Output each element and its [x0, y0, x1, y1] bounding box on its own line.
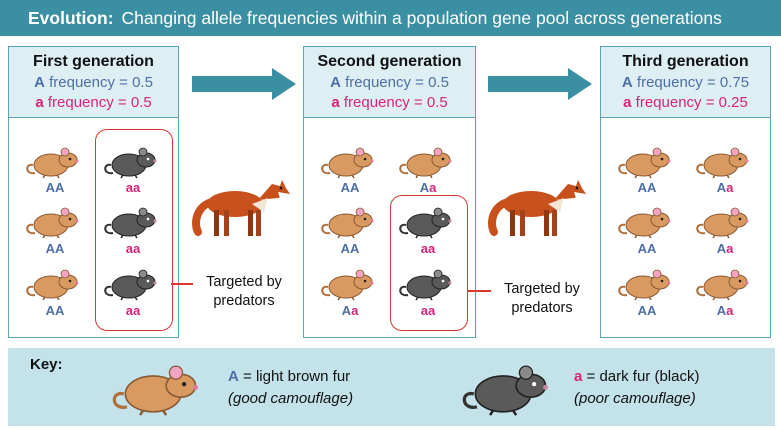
fox-icon	[486, 172, 590, 242]
genotype-label: AA	[45, 241, 65, 256]
generation-2-header: Second generation A frequency = 0.5 a fr…	[304, 47, 475, 118]
predator-connector-line	[171, 283, 193, 285]
genotype-label: AA	[637, 303, 657, 318]
mouse-light-icon	[112, 364, 200, 417]
mouse-light-icon	[696, 147, 750, 179]
genotype-label: Aa	[341, 303, 359, 318]
generation-1-header: First generation A frequency = 0.5 a fre…	[9, 47, 178, 118]
genotype-label: aa	[125, 180, 141, 195]
mouse-dark-icon	[104, 207, 158, 239]
generation-3-title: Third generation	[622, 53, 749, 70]
genotype-label: AA	[340, 180, 360, 195]
generation-1-freq-A: A frequency = 0.5	[34, 74, 153, 91]
genotype-label: AA	[45, 303, 65, 318]
key-panel: Key: A = light brown fur (good camouflag…	[8, 348, 775, 426]
mouse-dark-icon	[104, 269, 158, 301]
genotype-label: Aa	[419, 180, 437, 195]
generation-1-targeted-box	[95, 129, 173, 331]
mouse-light-icon	[321, 147, 375, 179]
generation-3-freq-A: A frequency = 0.75	[621, 74, 750, 91]
mouse-light-icon	[321, 207, 375, 239]
genotype-label: AA	[45, 180, 65, 195]
genotype-label: Aa	[716, 180, 734, 195]
genotype-label: AA	[340, 241, 360, 256]
mouse-dark-icon	[104, 147, 158, 179]
generation-3-header: Third generation A frequency = 0.75 a fr…	[601, 47, 770, 118]
mouse-light-icon	[618, 269, 672, 301]
genotype-label: aa	[420, 303, 436, 318]
genotype-label: aa	[420, 241, 436, 256]
title-bar: Evolution: Changing allele frequencies w…	[0, 0, 781, 36]
mouse-light-icon	[321, 269, 375, 301]
key-label: Key:	[30, 356, 63, 373]
mouse-light-icon	[26, 269, 80, 301]
mouse-light-icon	[26, 207, 80, 239]
mouse-light-icon	[696, 207, 750, 239]
generation-2-panel: Second generation A frequency = 0.5 a fr…	[303, 46, 476, 338]
mouse-light-icon	[618, 207, 672, 239]
arrow-right-icon	[488, 68, 592, 100]
generation-2-targeted-box	[390, 195, 468, 331]
generation-2-title: Second generation	[317, 53, 462, 70]
arrow-right-icon	[192, 68, 296, 100]
generation-3-freq-a: a frequency = 0.25	[623, 94, 748, 111]
mouse-light-icon	[399, 147, 453, 179]
genotype-label: AA	[637, 180, 657, 195]
genotype-label: AA	[637, 241, 657, 256]
mouse-dark-icon	[399, 269, 453, 301]
title-text: Changing allele frequencies within a pop…	[121, 7, 722, 28]
mouse-light-icon	[696, 269, 750, 301]
key-A-text: A = light brown fur (good camouflage)	[228, 368, 354, 407]
mouse-light-icon	[26, 147, 80, 179]
title-lead: Evolution:	[28, 7, 114, 28]
generation-1-title: First generation	[33, 53, 154, 70]
generation-3-panel: Third generation A frequency = 0.75 a fr…	[600, 46, 771, 338]
genotype-label: aa	[125, 241, 141, 256]
predator-connector-line	[467, 290, 491, 292]
mouse-light-icon	[618, 147, 672, 179]
genotype-label: Aa	[716, 241, 734, 256]
genotype-label: Aa	[716, 303, 734, 318]
mouse-dark-icon	[399, 207, 453, 239]
key-a-text: a = dark fur (black) (poor camouflage)	[574, 368, 700, 407]
mouse-dark-icon	[462, 364, 550, 417]
generation-2-freq-A: A frequency = 0.5	[330, 74, 449, 91]
genotype-label: aa	[125, 303, 141, 318]
generation-1-panel: First generation A frequency = 0.5 a fre…	[8, 46, 179, 338]
generation-2-freq-a: a frequency = 0.5	[331, 94, 448, 111]
fox-icon	[190, 172, 294, 242]
generation-1-freq-a: a frequency = 0.5	[35, 94, 152, 111]
